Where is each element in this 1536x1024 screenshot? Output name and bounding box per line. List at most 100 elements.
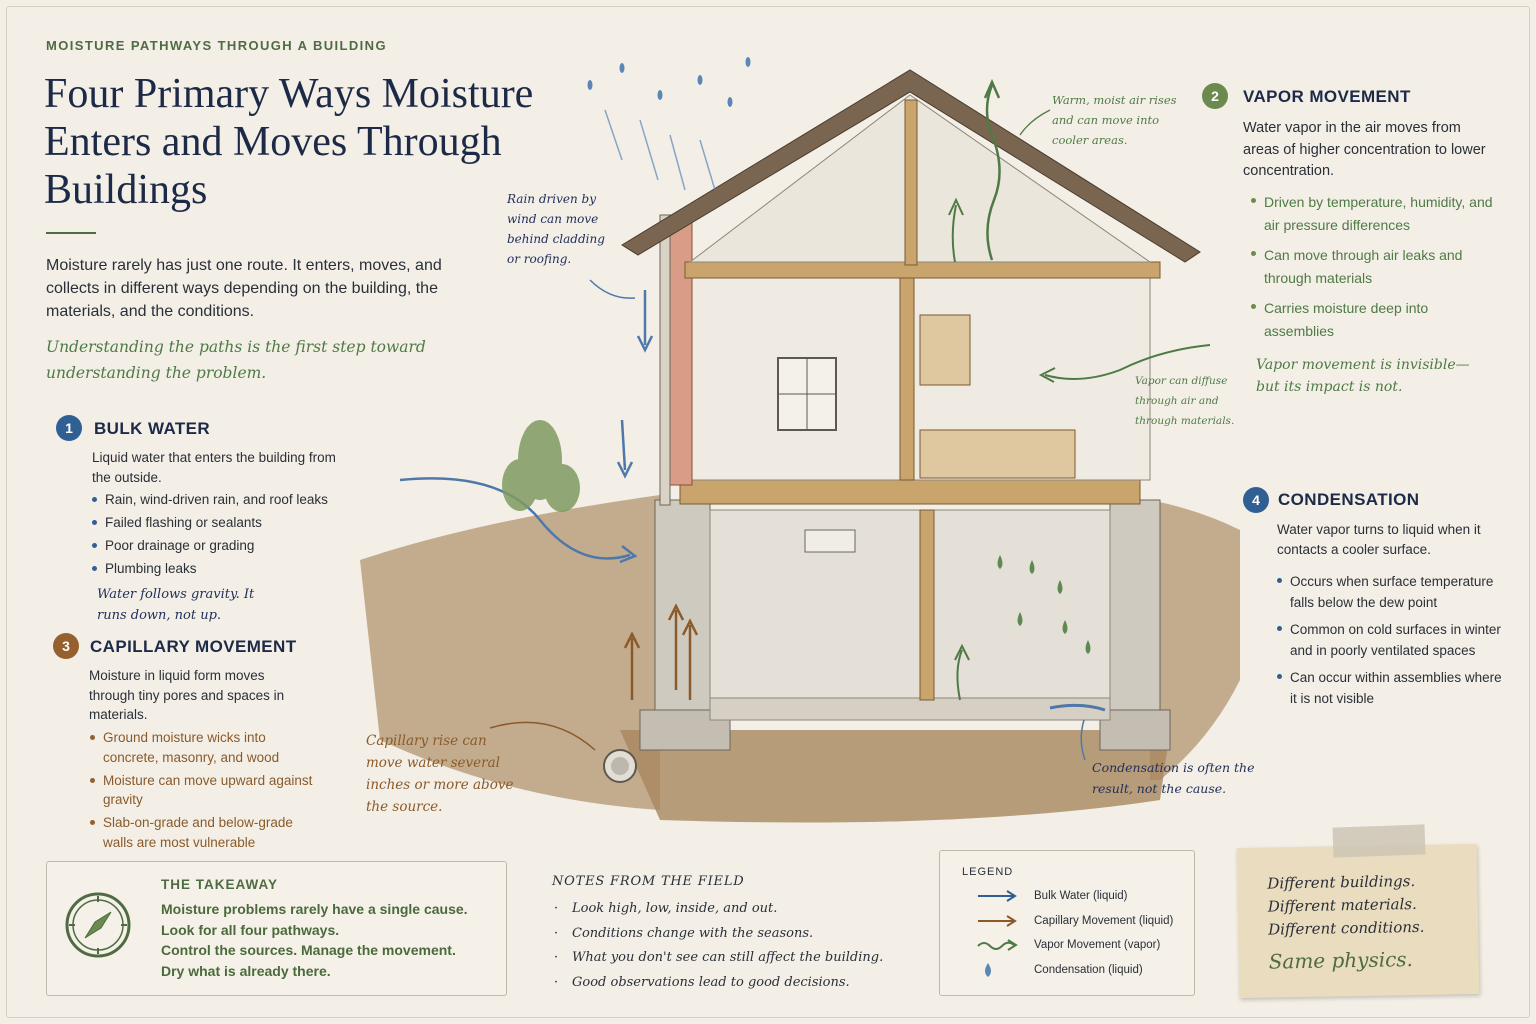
field-notes-list: Look high, low, inside, and out. Conditi… — [552, 897, 912, 995]
list-item: Occurs when surface temperature falls be… — [1276, 571, 1506, 613]
soil-ground-right — [1150, 500, 1240, 780]
brown-arrow-icon — [978, 914, 1017, 927]
vapor-arrow-attic-small — [951, 204, 957, 263]
vapor-desc: Water vapor in the air moves from areas … — [1243, 120, 1486, 179]
rain-annotation-arrow — [589, 279, 636, 299]
intro-note: Understanding the paths is the first ste… — [46, 338, 426, 382]
roof — [621, 69, 1201, 263]
blue-arrow-icon — [978, 890, 1017, 903]
warm-air-annotation: Warm, moist air rises and can move into … — [1052, 93, 1177, 147]
list-item: What you don't see can still affect the … — [552, 946, 912, 971]
wall-insulation — [669, 214, 693, 486]
rain-drops — [587, 57, 751, 107]
list-item: Failed flashing or sealants — [91, 513, 371, 533]
legend-item-condensation: Condensation (liquid) — [976, 958, 1173, 983]
takeaway-line: Control the sources. Manage the movement… — [161, 942, 456, 958]
footing-right — [1099, 709, 1171, 751]
list-item: Slab-on-grade and below-grade walls are … — [89, 813, 314, 852]
bulk-water-badge: 1 — [56, 415, 82, 441]
legend-heading: LEGEND — [962, 866, 1014, 878]
soil-under-slab — [620, 730, 1170, 823]
capillary-list: Ground moisture wicks into concrete, mas… — [89, 728, 314, 856]
list-item: Driven by temperature, humidity, and air… — [1250, 191, 1495, 237]
page-title: Four Primary Ways Moisture Enters and Mo… — [44, 71, 534, 213]
list-item: Poor drainage or grading — [91, 536, 371, 556]
warm-air-annotation-arrow — [1019, 109, 1051, 136]
list-item: Good observations lead to good decisions… — [552, 971, 912, 996]
condensation-annotation-arrow — [1080, 719, 1086, 761]
legend-item-capillary: Capillary Movement (liquid) — [976, 909, 1173, 934]
interior-post — [899, 274, 915, 481]
list-item: Carries moisture deep into assemblies — [1250, 297, 1495, 343]
capillary-arrows — [623, 603, 699, 700]
basement-window — [804, 529, 856, 553]
legend-items: Bulk Water (liquid) Capillary Movement (… — [976, 884, 1173, 982]
vapor-arrow-attic — [985, 84, 1001, 261]
capillary-heading: CAPILLARY MOVEMENT — [90, 637, 297, 656]
note-card-text: Different buildings. Different materials… — [1267, 869, 1469, 974]
bulk-water-arrow-soil — [399, 477, 631, 560]
list-item: Moisture can move upward against gravity — [89, 771, 314, 810]
ridge-post — [904, 99, 918, 266]
rain-streaks — [604, 109, 716, 191]
foundation-wall-left — [654, 499, 711, 731]
bulk-water-note: Water follows gravity. It runs down, not… — [97, 587, 255, 623]
legend-label: Vapor Movement (vapor) — [1034, 939, 1161, 952]
bulk-water-arrow-down — [620, 419, 627, 471]
wall-cladding — [659, 214, 671, 506]
bulk-water-list: Rain, wind-driven rain, and roof leaks F… — [91, 490, 371, 582]
takeaway-line: Dry what is already there. — [161, 962, 331, 979]
foundation-wall-right — [1109, 499, 1161, 731]
basement-interior — [709, 509, 1111, 701]
capillary-badge: 3 — [53, 633, 79, 659]
vapor-heading: VAPOR MOVEMENT — [1243, 87, 1411, 106]
vapor-badge: 2 — [1202, 83, 1228, 109]
intro-text: Moisture rarely has just one route. It e… — [46, 257, 442, 320]
vapor-arrow-basement — [956, 649, 963, 701]
basement-slab — [709, 697, 1111, 721]
base-cabinets — [919, 429, 1076, 479]
takeaway-heading: THE TAKEAWAY — [161, 877, 279, 892]
legend-item-bulk-water: Bulk Water (liquid) — [976, 884, 1173, 909]
list-item: Rain, wind-driven rain, and roof leaks — [91, 490, 371, 510]
wavy-arrow-icon — [977, 939, 1018, 952]
capillary-rise-annotation: Capillary rise can move water several in… — [366, 733, 514, 815]
list-item: Can move through air leaks and through m… — [1250, 244, 1495, 290]
vapor-list: Driven by temperature, humidity, and air… — [1250, 191, 1495, 350]
legend-item-vapor: Vapor Movement (vapor) — [976, 933, 1173, 958]
page-frame — [6, 6, 1530, 1018]
droplet-icon — [985, 962, 991, 977]
compass-icon — [65, 892, 131, 958]
legend-box: LEGEND Bulk Water (liquid) Capillary Mov… — [939, 850, 1195, 996]
legend-label: Condensation (liquid) — [1034, 963, 1143, 976]
vapor-arrow-kitchen — [1044, 344, 1211, 380]
vapor-note: Vapor movement is invisible— but its imp… — [1256, 357, 1470, 395]
shrub — [502, 420, 580, 512]
soil-ground — [360, 495, 660, 810]
note-card-emphasis: Same physics. — [1268, 947, 1414, 974]
capillary-annotation-arrow — [489, 721, 596, 751]
bulk-water-heading: BULK WATER — [94, 419, 211, 438]
takeaway-box: THE TAKEAWAY Moisture problems rarely ha… — [46, 861, 507, 996]
vapor-diffuse-annotation: Vapor can diffuse through air and throug… — [1135, 375, 1235, 427]
page-kicker: MOISTURE PATHWAYS THROUGH A BUILDING — [46, 38, 387, 53]
condensation-badge: 4 — [1243, 487, 1269, 513]
note-card-line: Different conditions. — [1267, 917, 1425, 939]
note-card: Different buildings. Different materials… — [1236, 843, 1480, 999]
condensation-desc: Water vapor turns to liquid when it cont… — [1277, 522, 1481, 557]
tape-strip — [1332, 824, 1426, 858]
condensation-list: Occurs when surface temperature falls be… — [1276, 571, 1506, 715]
condensation-heading: CONDENSATION — [1278, 490, 1420, 509]
legend-label: Bulk Water (liquid) — [1034, 890, 1128, 903]
condensation-puddle — [1049, 703, 1106, 712]
list-item: Plumbing leaks — [91, 559, 371, 579]
upper-cabinets — [919, 314, 971, 386]
list-item: Common on cold surfaces in winter and in… — [1276, 619, 1506, 661]
basement-post — [919, 509, 935, 701]
rain-annotation: Rain driven by wind can move behind clad… — [507, 192, 605, 266]
list-item: Look high, low, inside, and out. — [552, 897, 912, 922]
list-item: Ground moisture wicks into concrete, mas… — [89, 728, 314, 767]
list-item: Conditions change with the seasons. — [552, 922, 912, 947]
field-notes-heading: NOTES FROM THE FIELD — [552, 874, 745, 889]
takeaway-lines: Moisture problems rarely have a single c… — [161, 899, 501, 981]
